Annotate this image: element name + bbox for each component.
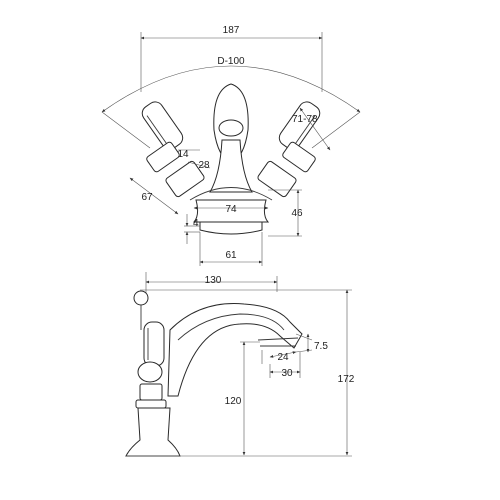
center-body-plan [189, 83, 273, 235]
dim-label-handle-offset-b: 28 [198, 160, 210, 171]
dim-base-span: 74 [193, 204, 269, 215]
dim-outlet-a: 30 [269, 352, 301, 379]
side-view: 130 172 [125, 272, 355, 457]
dim-label-total-height: 172 [338, 374, 355, 385]
dim-label-base-width: 61 [225, 250, 237, 261]
body-side [125, 303, 303, 457]
dim-label-outlet-a: 30 [281, 368, 293, 379]
dim-label-spout-reach: 130 [205, 275, 222, 286]
plan-view: 187 D-100 [101, 25, 361, 266]
dim-label-base-plate: 4 [193, 218, 199, 229]
dim-label-outlet-b: 24 [277, 352, 289, 363]
dim-overall-width: 187 [140, 25, 323, 92]
dim-total-height: 172 [140, 289, 355, 456]
dim-label-body-height: 46 [291, 208, 303, 219]
dim-label-handle-offset-a: 14 [177, 149, 189, 160]
dim-label-base-span: 74 [225, 204, 237, 215]
dim-handle-reach: 67 [129, 177, 179, 215]
dim-spout-height: 120 [225, 341, 260, 456]
dim-spout-reach: 130 [145, 272, 278, 296]
dim-body-height: 46 [268, 189, 303, 237]
dim-handle-offsets: 14 28 [177, 149, 211, 171]
left-handle-plan [141, 101, 205, 198]
dim-label-outlet-tip: 7.5 [314, 341, 328, 352]
dim-label-spout-height: 120 [225, 396, 242, 407]
dim-handle-angle: 71-78 [292, 107, 331, 151]
dim-label-overall-width: 187 [223, 25, 240, 36]
lever-handle-side [133, 290, 167, 409]
dim-outlet-tip: 7.5 [295, 333, 328, 353]
dim-label-handle-angle: 71-78 [292, 114, 318, 125]
dim-label-spout-circle: D-100 [217, 56, 245, 67]
dim-base-plate: 4 [184, 214, 200, 244]
dim-outlet-b: 24 [261, 350, 297, 364]
dim-base-width: 61 [199, 232, 263, 266]
dim-label-handle-reach: 67 [141, 192, 153, 203]
